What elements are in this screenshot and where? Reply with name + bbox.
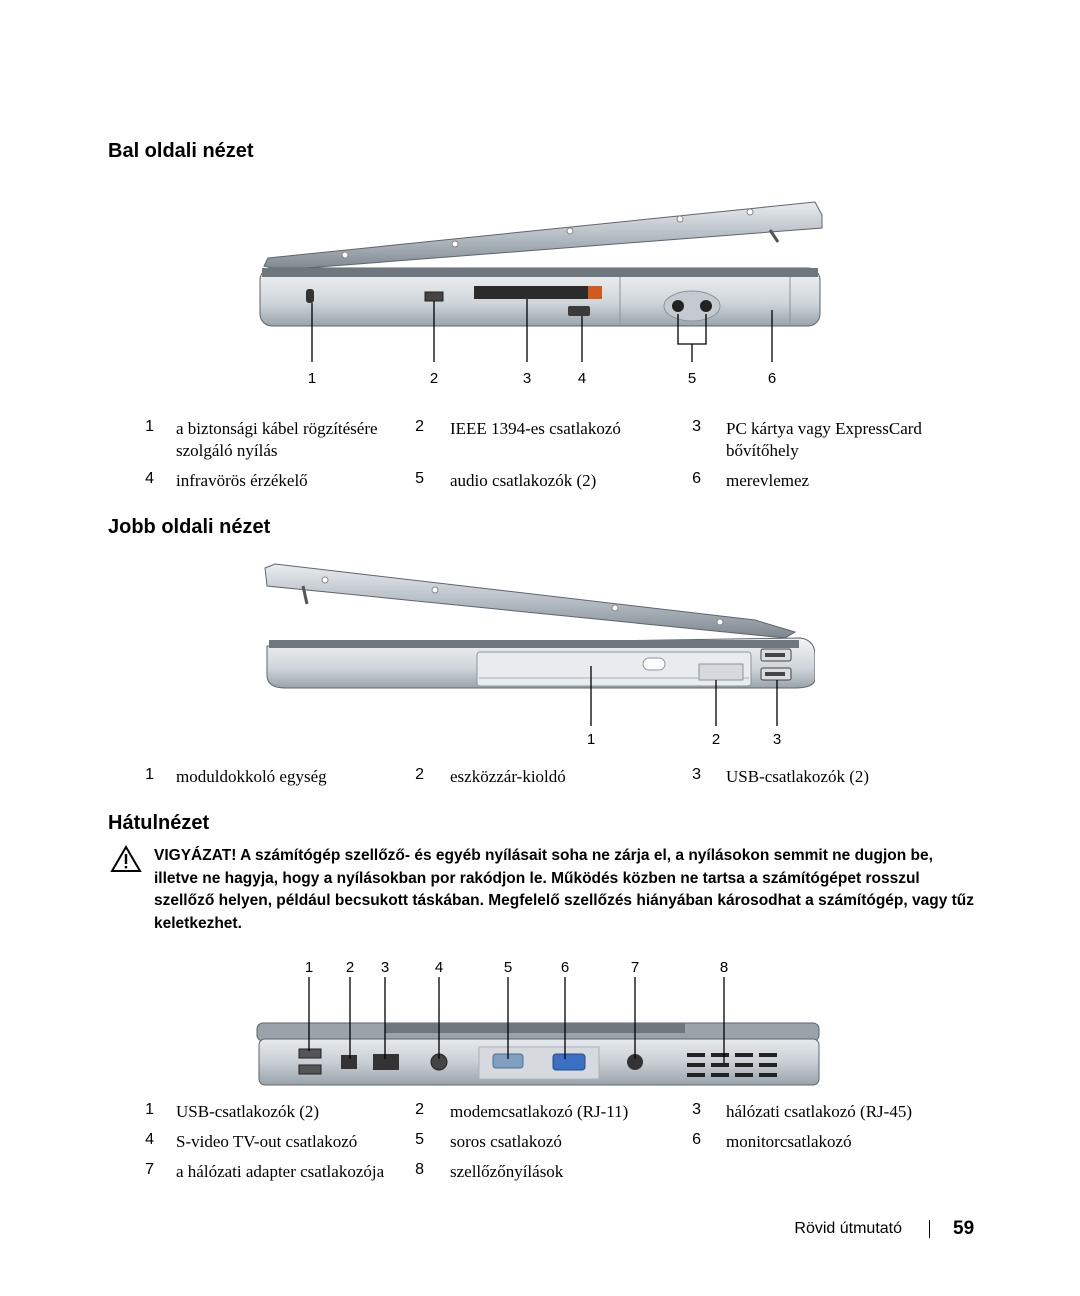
legend-number: 1 [145, 766, 154, 783]
legend-number: 3 [692, 1101, 701, 1118]
legend-text: a biztonsági kábel rögzítésére szolgáló … [176, 419, 378, 460]
legend-row: 7 a hálózati adapter csatlakozója 8 szel… [140, 1161, 940, 1191]
legend-row: 1 a biztonsági kábel rögzítésére szolgál… [140, 418, 940, 470]
legend-text: S-video TV-out csatlakozó [176, 1132, 358, 1151]
legend-back-view: 1 USB-csatlakozók (2) 2 modemcsatlakozó … [140, 1101, 940, 1191]
callout-number: 3 [381, 959, 389, 976]
legend-right-view: 1 moduldokkoló egység 2 eszközzár-kioldó… [140, 766, 940, 796]
legend-row: 1 moduldokkoló egység 2 eszközzár-kioldó… [140, 766, 940, 796]
callout-number: 7 [631, 959, 639, 976]
warning-triangle-icon [110, 845, 142, 872]
callout-number: 6 [561, 959, 569, 976]
section-heading-left-view: Bal oldali nézet [108, 140, 254, 162]
page-number: 59 [953, 1218, 975, 1239]
caution-text: A számítógép szellőző- és egyéb nyílásai… [154, 847, 975, 932]
legend-number: 5 [415, 470, 424, 487]
callout-number: 2 [346, 959, 354, 976]
caution-label: VIGYÁZAT! [154, 847, 237, 864]
legend-number: 5 [415, 1131, 424, 1148]
legend-row: 4 S-video TV-out csatlakozó 5 soros csat… [140, 1131, 940, 1161]
legend-row: 1 USB-csatlakozók (2) 2 modemcsatlakozó … [140, 1101, 940, 1131]
callout-number: 8 [720, 959, 728, 976]
legend-number: 6 [692, 470, 701, 487]
callout-number: 1 [305, 959, 313, 976]
laptop-back-illustration: 1 2 3 4 5 6 7 8 [256, 959, 820, 1086]
callout-number: 5 [688, 370, 696, 387]
legend-text: USB-csatlakozók (2) [726, 767, 870, 786]
legend-text: hálózati csatlakozó (RJ-45) [726, 1102, 912, 1121]
legend-number: 1 [145, 1101, 154, 1118]
callout-number: 1 [308, 370, 316, 387]
legend-text: monitorcsatlakozó [726, 1132, 852, 1151]
legend-text: audio csatlakozók (2) [450, 471, 597, 490]
legend-number: 4 [145, 1131, 154, 1148]
legend-number: 6 [692, 1131, 701, 1148]
footer-divider [929, 1220, 930, 1238]
legend-text: modemcsatlakozó (RJ-11) [450, 1102, 629, 1121]
callout-number: 3 [773, 731, 781, 748]
legend-left-view: 1 a biztonsági kábel rögzítésére szolgál… [140, 418, 940, 500]
legend-number: 2 [415, 1101, 424, 1118]
section-heading-right-view: Jobb oldali nézet [108, 516, 271, 538]
legend-number: 3 [692, 766, 701, 783]
legend-text: IEEE 1394-es csatlakozó [450, 419, 621, 438]
legend-text: a hálózati adapter csatlakozója [176, 1162, 385, 1181]
legend-text: soros csatlakozó [450, 1132, 562, 1151]
callout-number: 6 [768, 370, 776, 387]
legend-text: szellőzőnyílások [450, 1162, 564, 1181]
legend-number: 2 [415, 418, 424, 435]
laptop-right-side-illustration: 1 2 3 [264, 563, 815, 748]
laptop-left-side-illustration: 1 2 3 4 5 6 [259, 201, 823, 387]
page-footer: Rövid útmutató 59 [0, 1218, 1080, 1242]
callout-number: 3 [523, 370, 531, 387]
legend-text: merevlemez [726, 471, 810, 490]
legend-number: 3 [692, 418, 701, 435]
legend-text: PC kártya vagy ExpressCard bővítőhely [726, 419, 922, 460]
legend-number: 8 [415, 1161, 424, 1178]
legend-text: eszközzár-kioldó [450, 767, 566, 786]
callout-number: 4 [435, 959, 443, 976]
callout-number: 2 [712, 731, 720, 748]
callout-number: 1 [587, 731, 595, 748]
legend-text: moduldokkoló egység [176, 767, 327, 786]
legend-row: 4 infravörös érzékelő 5 audio csatlakozó… [140, 470, 940, 500]
section-heading-back-view: Hátulnézet [108, 812, 210, 834]
legend-number: 7 [145, 1161, 154, 1178]
callout-number: 2 [430, 370, 438, 387]
legend-number: 4 [145, 470, 154, 487]
legend-number: 1 [145, 418, 154, 435]
legend-text: USB-csatlakozók (2) [176, 1102, 320, 1121]
legend-number: 2 [415, 766, 424, 783]
legend-text: infravörös érzékelő [176, 471, 308, 490]
callout-number: 5 [504, 959, 512, 976]
callout-number: 4 [578, 370, 586, 387]
footer-guide-title: Rövid útmutató [794, 1220, 902, 1237]
